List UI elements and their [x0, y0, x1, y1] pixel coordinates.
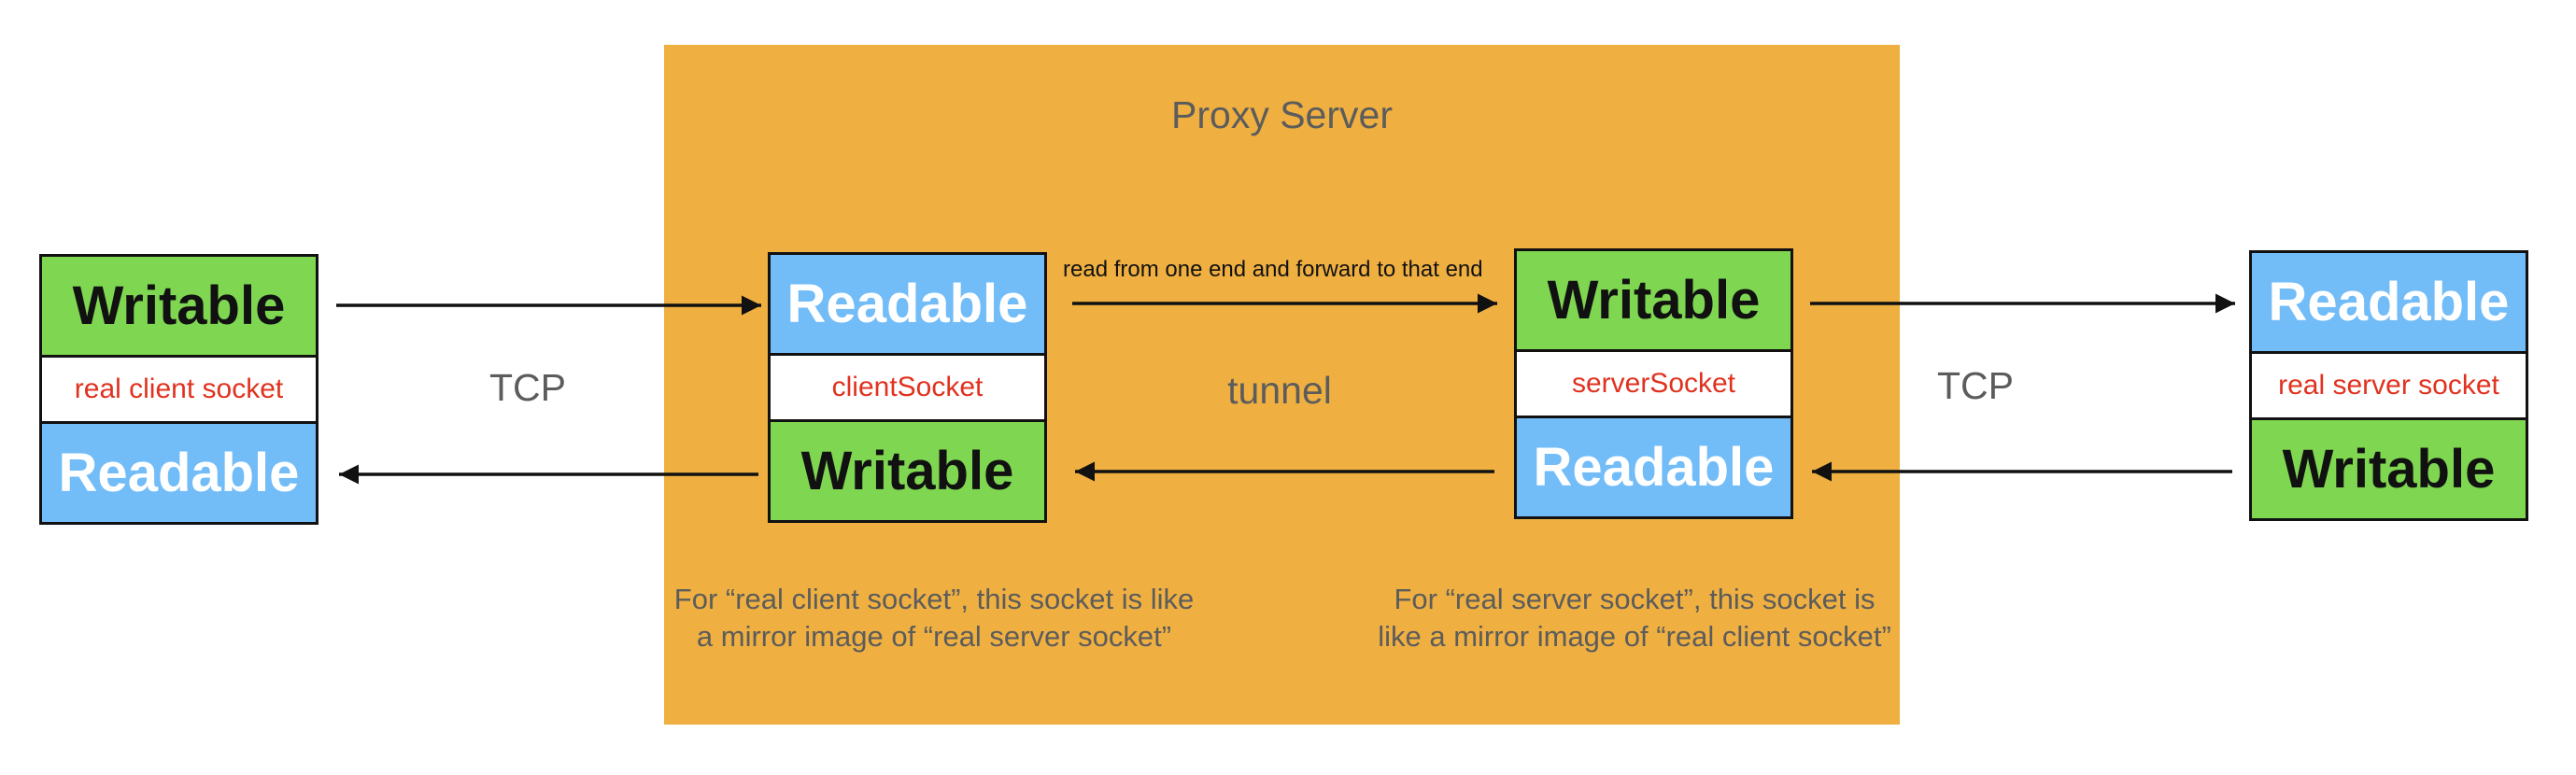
real-server-socket-label: real server socket [2252, 351, 2526, 420]
server-socket-label: serverSocket [1517, 349, 1790, 418]
real-server-socket: Readable real server socket Writable [2249, 250, 2528, 521]
proxy-server-title: Proxy Server [1171, 93, 1393, 136]
real-client-socket-label: real client socket [42, 355, 316, 424]
client-socket-label: clientSocket [771, 353, 1044, 422]
left-tcp-label: TCP [489, 366, 566, 409]
real-client-socket: Writable real client socket Readable [39, 254, 318, 525]
real-server-readable: Readable [2252, 253, 2526, 351]
server-side-note: For “real server socket”, this socket is… [1378, 583, 1891, 653]
tunnel-label: tunnel [1227, 369, 1332, 412]
client-side-note: For “real client socket”, this socket is… [673, 583, 1195, 653]
real-client-readable: Readable [42, 424, 316, 522]
client-socket-readable: Readable [771, 255, 1044, 353]
server-socket-writable: Writable [1517, 251, 1790, 349]
client-socket: Readable clientSocket Writable [768, 252, 1047, 523]
client-socket-writable: Writable [771, 422, 1044, 520]
server-socket-readable: Readable [1517, 418, 1790, 516]
real-server-writable: Writable [2252, 420, 2526, 518]
server-socket: Writable serverSocket Readable [1514, 248, 1793, 519]
real-client-writable: Writable [42, 257, 316, 355]
forward-label: read from one end and forward to that en… [1063, 257, 1483, 282]
right-tcp-label: TCP [1937, 364, 2014, 407]
